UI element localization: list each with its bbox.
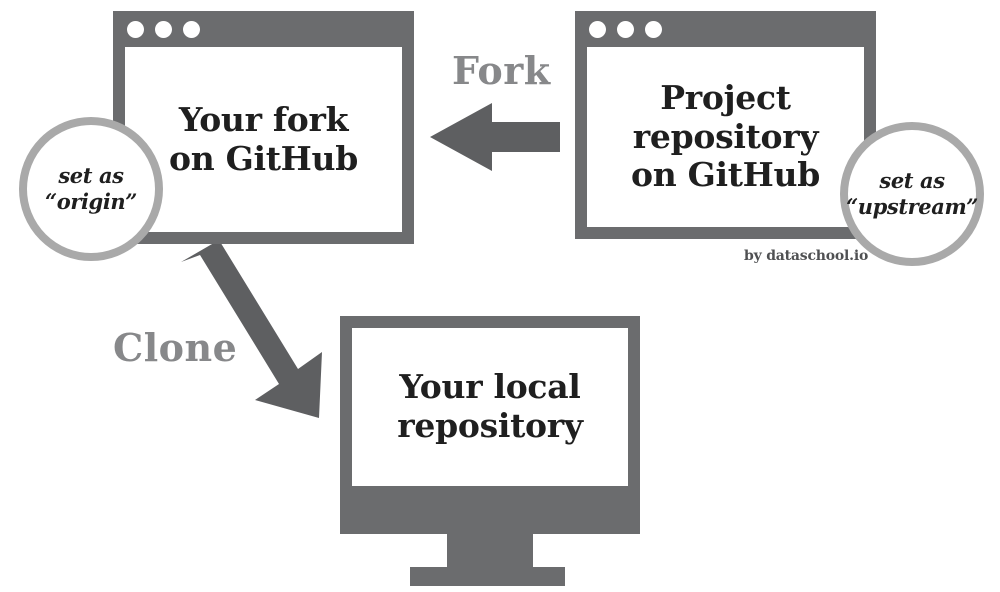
node-label-your-fork: Your fork on GitHub: [169, 99, 358, 178]
attribution-text: by dataschool.io: [744, 248, 869, 264]
badge-origin: set as “origin”: [19, 117, 163, 261]
badge-origin-label: set as “origin”: [45, 163, 137, 214]
monitor-base: [410, 567, 565, 586]
badge-upstream: set as “upstream”: [840, 122, 984, 266]
node-label-project-repository: Project repository on GitHub: [631, 77, 820, 195]
fork-arrow-shape: [430, 103, 560, 171]
dot-minimize-icon[interactable]: [617, 20, 634, 38]
monitor-screen: Your local repository: [352, 328, 628, 486]
browser-titlebar: [113, 11, 414, 47]
browser-window-project-repository[interactable]: Project repository on GitHub: [575, 11, 876, 239]
node-label-local-repository: Your local repository: [397, 367, 583, 445]
dot-maximize-icon[interactable]: [183, 20, 200, 38]
arrow-label-fork: Fork: [452, 48, 551, 93]
dot-close-icon[interactable]: [127, 20, 144, 38]
arrow-label-clone: Clone: [113, 325, 238, 370]
browser-screen-your-fork: Your fork on GitHub: [125, 47, 402, 232]
dot-maximize-icon[interactable]: [645, 20, 662, 38]
browser-titlebar: [575, 11, 876, 47]
browser-window-your-fork[interactable]: Your fork on GitHub: [113, 11, 414, 244]
monitor-your-local-repository[interactable]: Your local repository: [340, 316, 640, 534]
browser-screen-project-repository: Project repository on GitHub: [587, 47, 864, 227]
badge-upstream-label: set as “upstream”: [846, 168, 978, 219]
monitor-neck: [447, 534, 533, 567]
dot-close-icon[interactable]: [589, 20, 606, 38]
dot-minimize-icon[interactable]: [155, 20, 172, 38]
